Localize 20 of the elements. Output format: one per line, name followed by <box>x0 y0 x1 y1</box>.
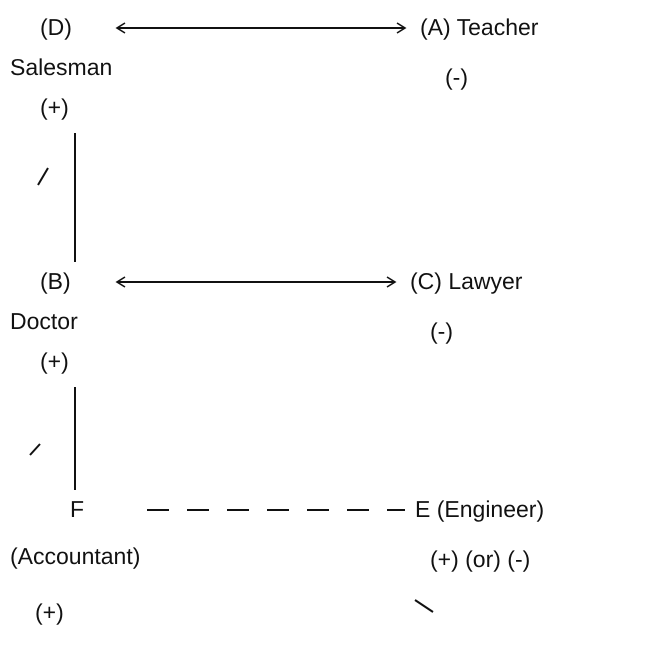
role-label: (+) <box>35 598 64 626</box>
connector-line <box>74 133 76 262</box>
role-label: Doctor <box>10 307 78 335</box>
role-label: (A) Teacher <box>420 13 538 41</box>
double-headed-arrow <box>116 22 406 34</box>
role-label: (-) <box>430 317 453 345</box>
role-label: (C) Lawyer <box>410 267 522 295</box>
role-label: Salesman <box>10 53 112 81</box>
role-label: (+) (or) (-) <box>430 545 530 573</box>
connector-line <box>74 387 76 490</box>
role-label: (+) <box>40 347 69 375</box>
role-label: F <box>70 495 84 523</box>
role-label: (-) <box>445 63 468 91</box>
role-label: (+) <box>40 93 69 121</box>
role-label: E (Engineer) <box>415 495 544 523</box>
double-headed-arrow <box>116 276 396 288</box>
role-label: (D) <box>40 13 72 41</box>
role-label: (B) <box>40 267 71 295</box>
dashed-line <box>147 509 405 511</box>
role-label: (Accountant) <box>10 542 140 570</box>
